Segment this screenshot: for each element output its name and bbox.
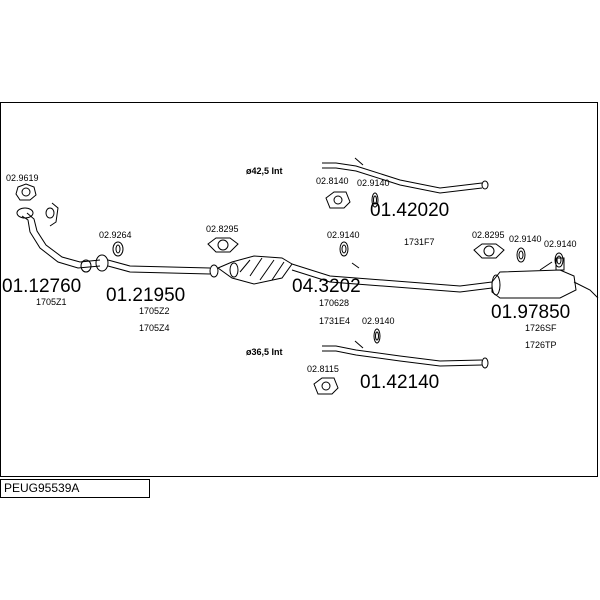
front-pipe[interactable]: [16, 202, 101, 269]
part-ref: 1705Z1: [36, 297, 67, 307]
part-number[interactable]: 01.42140: [360, 372, 439, 393]
ring-icon[interactable]: [516, 247, 526, 263]
hanger-icon[interactable]: [313, 377, 339, 395]
part-ref: 1731E4: [319, 316, 350, 326]
part-number[interactable]: 01.42020: [370, 200, 449, 221]
fitting-label: 02.8115: [307, 364, 339, 374]
fitting-label: 02.9264: [99, 230, 132, 240]
hanger-icon[interactable]: [207, 237, 239, 253]
ring-icon[interactable]: [373, 328, 381, 344]
fitting-label: 02.8295: [206, 224, 239, 234]
hanger-icon[interactable]: [473, 243, 505, 259]
ring-icon[interactable]: [371, 192, 379, 208]
ring-icon[interactable]: [554, 252, 564, 268]
upper-pipe[interactable]: [322, 157, 489, 194]
diagram-code: PEUG95539A: [0, 479, 150, 498]
catalytic-converter[interactable]: [216, 255, 293, 285]
diameter-label: ø36,5 Int: [246, 347, 283, 357]
ring-icon[interactable]: [339, 241, 349, 257]
part-number[interactable]: 01.97850: [491, 302, 570, 323]
fitting-label: 02.8140: [316, 176, 349, 186]
part-ref: 1705Z4: [139, 323, 170, 333]
part-ref: 1726SF: [525, 323, 557, 333]
fitting-label: 02.9619: [6, 173, 39, 183]
fitting-label: 02.8295: [472, 230, 505, 240]
fitting-label: 02.9140: [362, 316, 395, 326]
rear-silencer[interactable]: [491, 257, 599, 299]
fitting-label: 02.9140: [327, 230, 360, 240]
part-number[interactable]: 01.12760: [2, 276, 81, 297]
diagram-frame: [0, 102, 598, 477]
fitting-label: 02.9140: [509, 234, 542, 244]
clamp-icon[interactable]: [80, 254, 109, 273]
hanger-icon[interactable]: [325, 191, 351, 209]
diameter-label: ø42,5 Int: [246, 166, 283, 176]
part-ref: 1731F7: [404, 237, 435, 247]
ring-icon[interactable]: [112, 241, 124, 257]
lower-pipe[interactable]: [322, 340, 489, 369]
gasket-icon[interactable]: [15, 183, 37, 201]
intermediate-pipe[interactable]: [107, 259, 219, 278]
part-ref: 1726TP: [525, 340, 557, 350]
part-ref: 170628: [319, 298, 349, 308]
fitting-label: 02.9140: [544, 239, 577, 249]
part-ref: 1705Z2: [139, 306, 170, 316]
part-number[interactable]: 01.21950: [106, 285, 185, 306]
fitting-label: 02.9140: [357, 178, 390, 188]
middle-pipe[interactable]: [291, 262, 493, 293]
part-number[interactable]: 04.3202: [292, 276, 361, 297]
